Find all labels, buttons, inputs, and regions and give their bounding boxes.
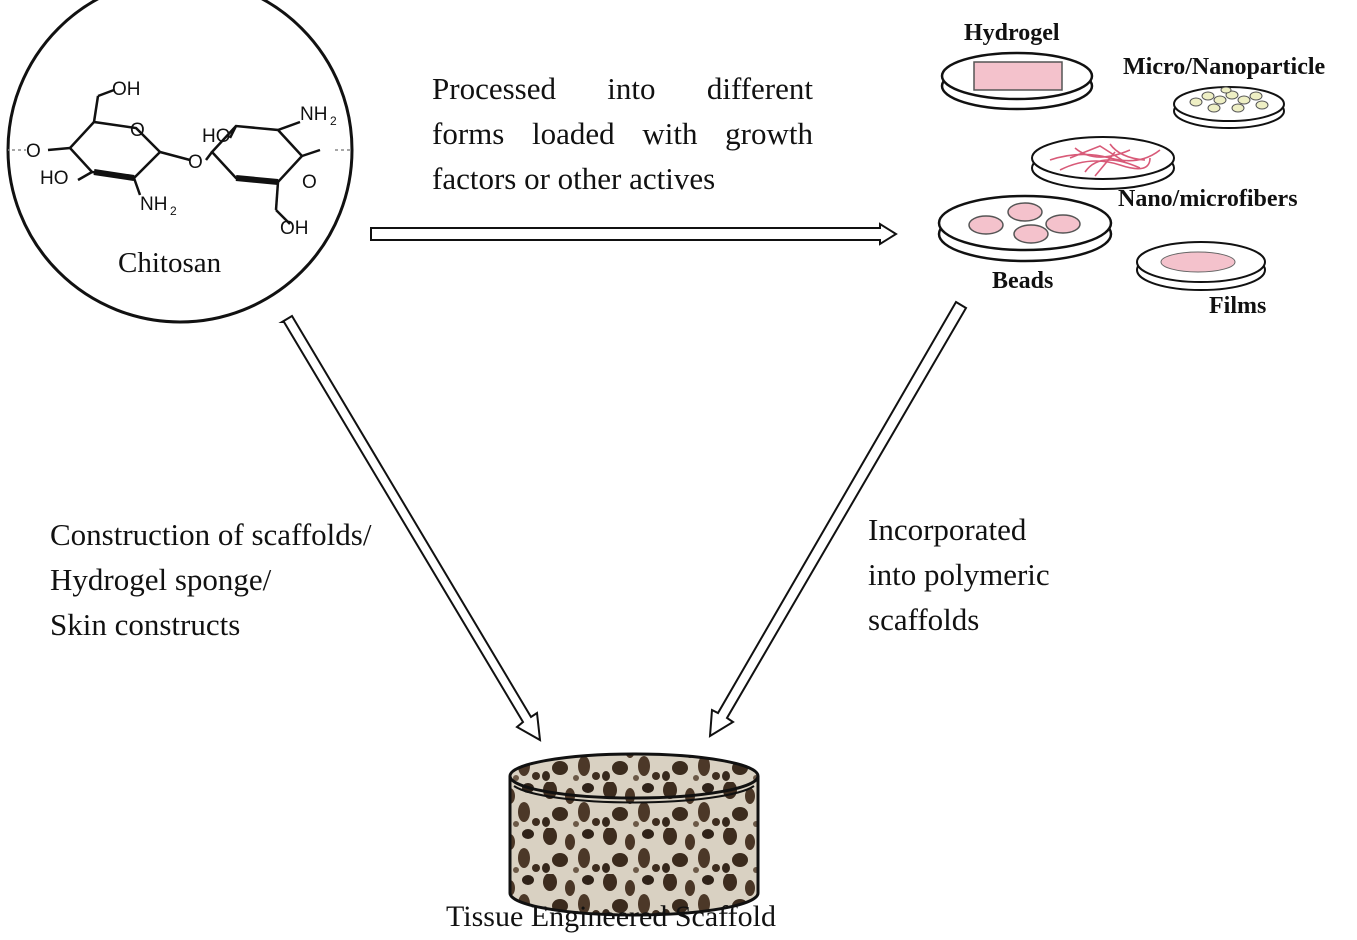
chem-glyco-o: O [188,152,203,173]
chem-nh-top: NH [300,104,327,125]
incorporated-arrow-label: Incorporated into polymeric scaffolds [868,507,1050,642]
construction-label-line: Skin constructs [50,607,241,642]
process-arrow-label: Processed into different forms loaded wi… [432,66,813,201]
incorporated-label-line: Incorporated [868,512,1027,547]
label-hydrogel: Hydrogel [964,20,1060,46]
chitosan-label: Chitosan [118,247,222,279]
chem-o-left: O [26,141,41,162]
chem-ring-o-2: O [302,172,317,193]
construction-label-line: Hydrogel sponge/ [50,562,272,597]
dish-micro-nanoparticle [1173,86,1285,129]
scaffold-cylinder [508,752,760,917]
chitosan-structure: O OH O HO NH 2 O HO NH 2 O OH [8,79,352,239]
incorporated-label-line: into polymeric [868,557,1050,592]
chem-nh-bottom: NH [140,194,167,215]
process-label-line: Processed into different [432,71,813,106]
chem-ring-o-1: O [130,120,145,141]
chitosan-circle: O OH O HO NH 2 O HO NH 2 O OH [6,0,354,324]
arrow-process [370,222,898,246]
label-micro-nanoparticle: Micro/Nanoparticle [1123,54,1326,80]
chem-sub-top: 2 [330,114,337,128]
arrow-incorporated [708,300,968,738]
dish-nano-microfibers [1031,136,1175,190]
chem-ho-mid: HO [202,126,231,147]
chem-oh-bottom: OH [280,218,309,239]
dish-films [1136,241,1266,291]
dish-beads [937,194,1113,263]
process-label-line: factors or other actives [432,161,716,196]
construction-label-line: Construction of scaffolds/ [50,517,372,552]
dish-hydrogel [940,51,1094,111]
process-label-line: forms loaded with growth [432,116,813,151]
chem-oh-top: OH [112,79,141,100]
chem-sub-bottom: 2 [170,204,177,218]
arrow-construction [278,314,542,742]
construction-arrow-label: Construction of scaffolds/ Hydrogel spon… [50,512,371,647]
label-nano-microfibers: Nano/microfibers [1118,186,1298,212]
chem-ho-left: HO [40,168,69,189]
incorporated-label-line: scaffolds [868,602,980,637]
label-films: Films [1209,293,1267,319]
label-beads: Beads [992,268,1054,294]
scaffold-label: Tissue Engineered Scaffold [446,900,776,933]
